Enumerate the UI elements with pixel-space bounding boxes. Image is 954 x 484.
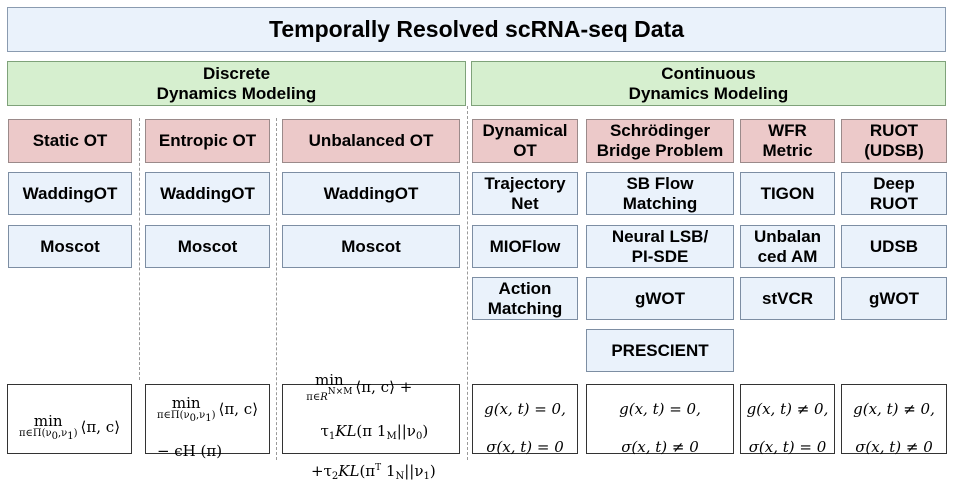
formula-ruot: g(x, t) ≠ 0, σ(x, t) ≠ 0 xyxy=(841,384,947,456)
diagram-title: Temporally Resolved scRNA-seq Data xyxy=(7,7,946,52)
method-unbalanced-ot: Unbalanced OT xyxy=(282,119,460,163)
tool-mioflow: MIOFlow xyxy=(472,225,578,268)
tool-unbalanced-am: Unbalan ced AM xyxy=(740,225,835,268)
tool-stvcr: stVCR xyxy=(740,277,835,320)
formula-schrodinger-bridge: g(x, t) = 0, σ(x, t) ≠ 0 xyxy=(586,384,734,456)
tool-udsb: UDSB xyxy=(841,225,947,268)
tool-prescient: PRESCIENT xyxy=(586,329,734,372)
method-wfr-metric: WFR Metric xyxy=(740,119,835,163)
separator-dashed-1 xyxy=(139,118,140,380)
method-dynamical-ot: Dynamical OT xyxy=(472,119,578,163)
tool-moscot-unbalanced: Moscot xyxy=(282,225,460,268)
separator-dashed-3 xyxy=(467,106,468,460)
method-entropic-ot: Entropic OT xyxy=(145,119,270,163)
tool-waddingot-unbalanced: WaddingOT xyxy=(282,172,460,215)
discrete-dynamics-header: Discrete Dynamics Modeling xyxy=(7,61,466,106)
method-ruot-udsb: RUOT (UDSB) xyxy=(841,119,947,163)
method-static-ot: Static OT xyxy=(8,119,132,163)
separator-dashed-2 xyxy=(276,118,277,460)
tool-trajectorynet: Trajectory Net xyxy=(472,172,578,215)
tool-sb-flow-matching: SB Flow Matching xyxy=(586,172,734,215)
continuous-dynamics-header: Continuous Dynamics Modeling xyxy=(471,61,946,106)
tool-deep-ruot: Deep RUOT xyxy=(841,172,947,215)
tool-waddingot-static: WaddingOT xyxy=(8,172,132,215)
tool-moscot-entropic: Moscot xyxy=(145,225,270,268)
formula-wfr-metric: g(x, t) ≠ 0, σ(x, t) = 0 xyxy=(740,384,835,456)
formula-dynamical-ot: g(x, t) = 0, σ(x, t) = 0 xyxy=(472,384,578,456)
tool-gwot-sb: gWOT xyxy=(586,277,734,320)
tool-tigon: TIGON xyxy=(740,172,835,215)
tool-gwot-ruot: gWOT xyxy=(841,277,947,320)
tool-action-matching: Action Matching xyxy=(472,277,578,320)
tool-moscot-static: Moscot xyxy=(8,225,132,268)
method-schrodinger-bridge: Schrödinger Bridge Problem xyxy=(586,119,734,163)
tool-waddingot-entropic: WaddingOT xyxy=(145,172,270,215)
tool-neural-lsb-pi-sde: Neural LSB/ PI-SDE xyxy=(586,225,734,268)
